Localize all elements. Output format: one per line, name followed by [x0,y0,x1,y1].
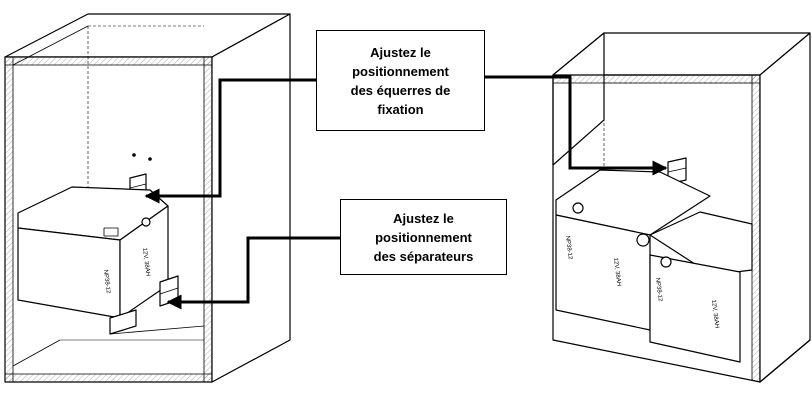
left-cabinet [4,13,291,383]
callout-adjust-separators: Ajustez le positionnement des séparateur… [340,199,507,275]
right-battery-a-front [555,214,651,331]
callout-brackets-line-4: fixation [377,101,424,117]
callout-separators-line-2: positionnement [375,229,472,245]
right-cabinet [552,32,811,383]
callout-brackets-line-3: des équerres de [350,82,451,98]
callout-brackets-line-2: positionnement [352,63,449,79]
right-battery-b-rating: 12V, 38AH [710,300,719,329]
arrow-to-left-bracket [144,78,316,204]
right-cabinet-side [552,32,605,166]
left-battery-model: NP38-12 [102,270,111,295]
right-battery-b-front [649,254,741,363]
left-cabinet-side [211,13,291,383]
callout-separators-line-3: des séparateurs [373,248,474,264]
right-battery-a-rating: 12V, 38AH [612,258,621,287]
leader-arrows [144,75,668,310]
callout-separators-line-1: Ajustez le [393,210,454,226]
arrow-to-left-separator [166,236,340,310]
right-battery-a-model: NP38-12 [564,236,573,261]
left-battery-rating: 12V, 38AH [141,248,150,277]
callout-brackets-line-1: Ajustez le [370,44,431,60]
callout-adjust-brackets: Ajustez le positionnement des équerres d… [316,30,485,131]
arrow-to-right-bracket [485,75,668,176]
right-battery-b-model: NP38-12 [654,278,663,303]
